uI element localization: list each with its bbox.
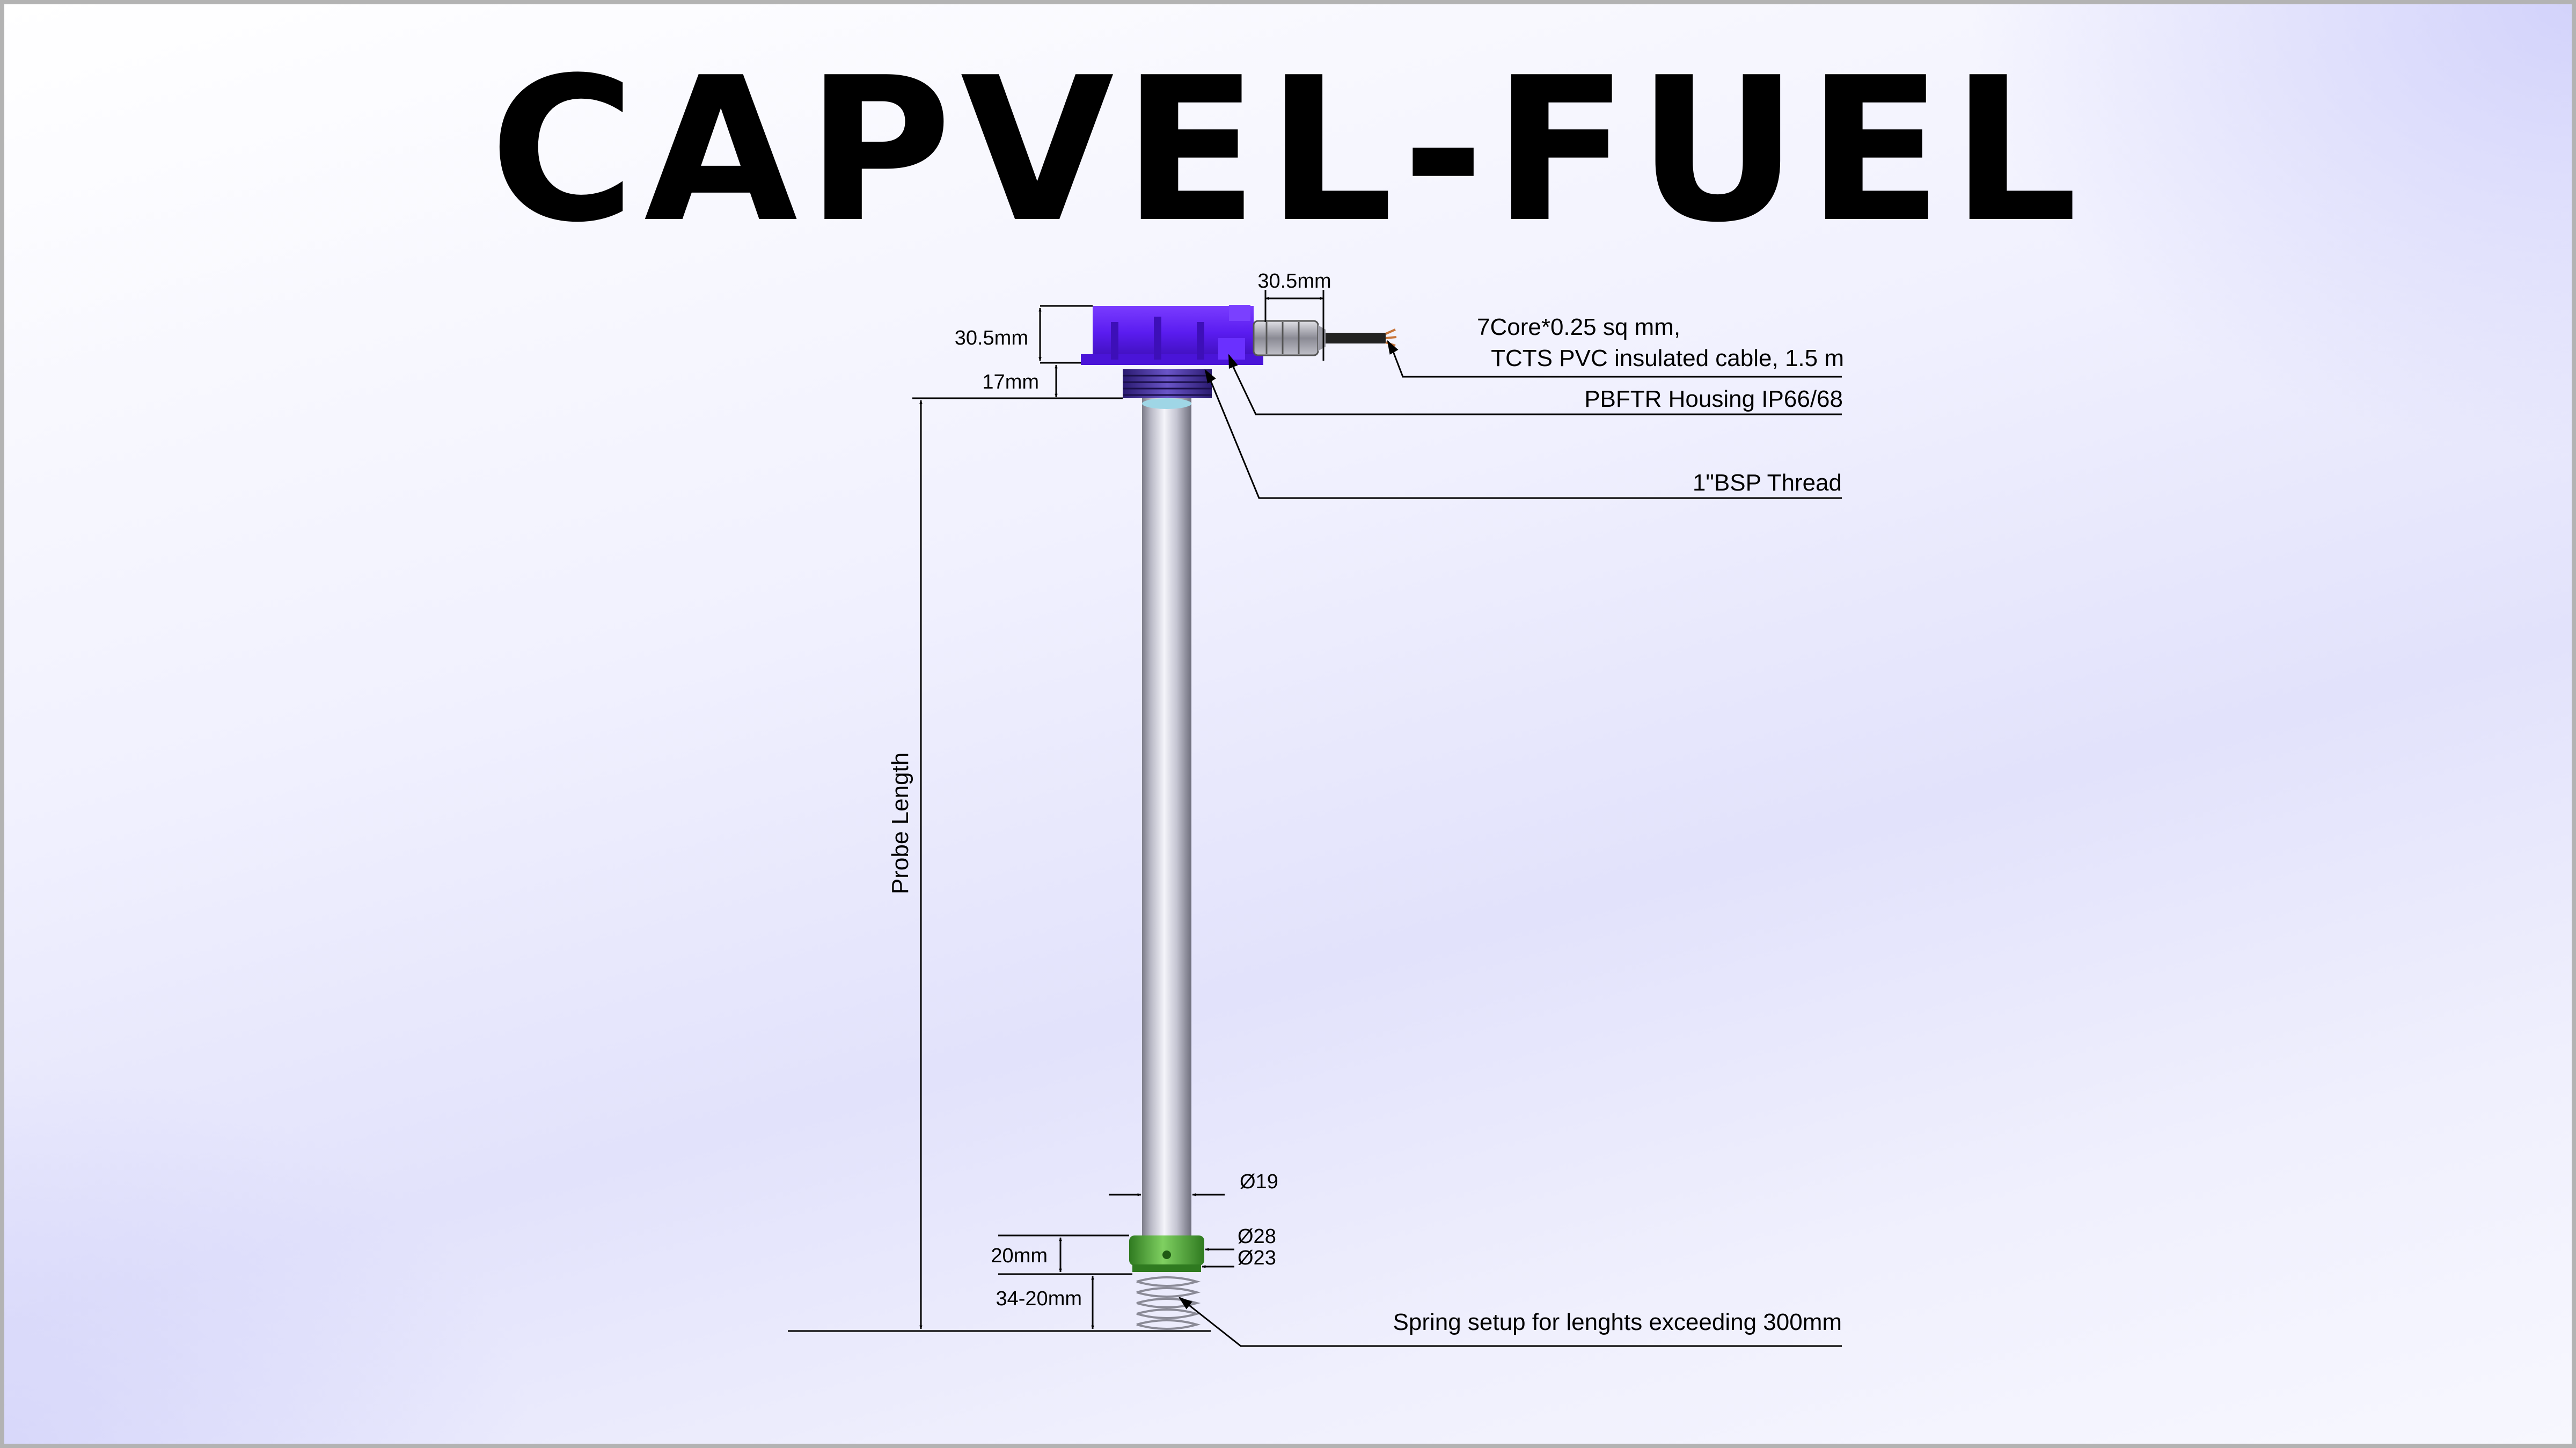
probe-tube xyxy=(1142,397,1191,1240)
dim-ring-outer-diameter: Ø28 xyxy=(1238,1225,1276,1248)
cable-spec-line1: 7Core*0.25 sq mm, xyxy=(1477,314,1680,340)
dim-thread-height: 17mm xyxy=(982,371,1039,393)
dim-tube-diameter: Ø19 xyxy=(1240,1171,1278,1193)
housing-label: PBFTR Housing IP66/68 xyxy=(1584,386,1843,412)
dimension-lines xyxy=(788,290,1842,1347)
dim-housing-height: 30.5mm xyxy=(955,327,1028,349)
cable xyxy=(1326,328,1397,347)
page-title: CAPVEL-FUEL xyxy=(489,35,2087,266)
probe-length-label: Probe Length xyxy=(887,752,913,894)
cable-gland xyxy=(1253,320,1326,356)
pbftr-housing xyxy=(1081,305,1263,365)
bottom-ring xyxy=(1129,1235,1204,1272)
dim-ring-height: 20mm xyxy=(991,1245,1048,1267)
probe-drawing: 30.5mm 30.5mm 17mm 7Core*0.25 sq mm, TCT… xyxy=(788,270,1844,1347)
cable-spec-line2: TCTS PVC insulated cable, 1.5 m xyxy=(1491,345,1844,371)
spring xyxy=(1136,1276,1201,1330)
bsp-thread xyxy=(1123,369,1212,398)
dim-housing-width: 30.5mm xyxy=(1257,270,1331,292)
dim-ring-inner-diameter: Ø23 xyxy=(1238,1247,1276,1269)
thread-label: 1"BSP Thread xyxy=(1693,470,1842,496)
spring-label: Spring setup for lenghts exceeding 300mm xyxy=(1393,1309,1842,1335)
dim-spring-height: 34-20mm xyxy=(996,1288,1082,1310)
